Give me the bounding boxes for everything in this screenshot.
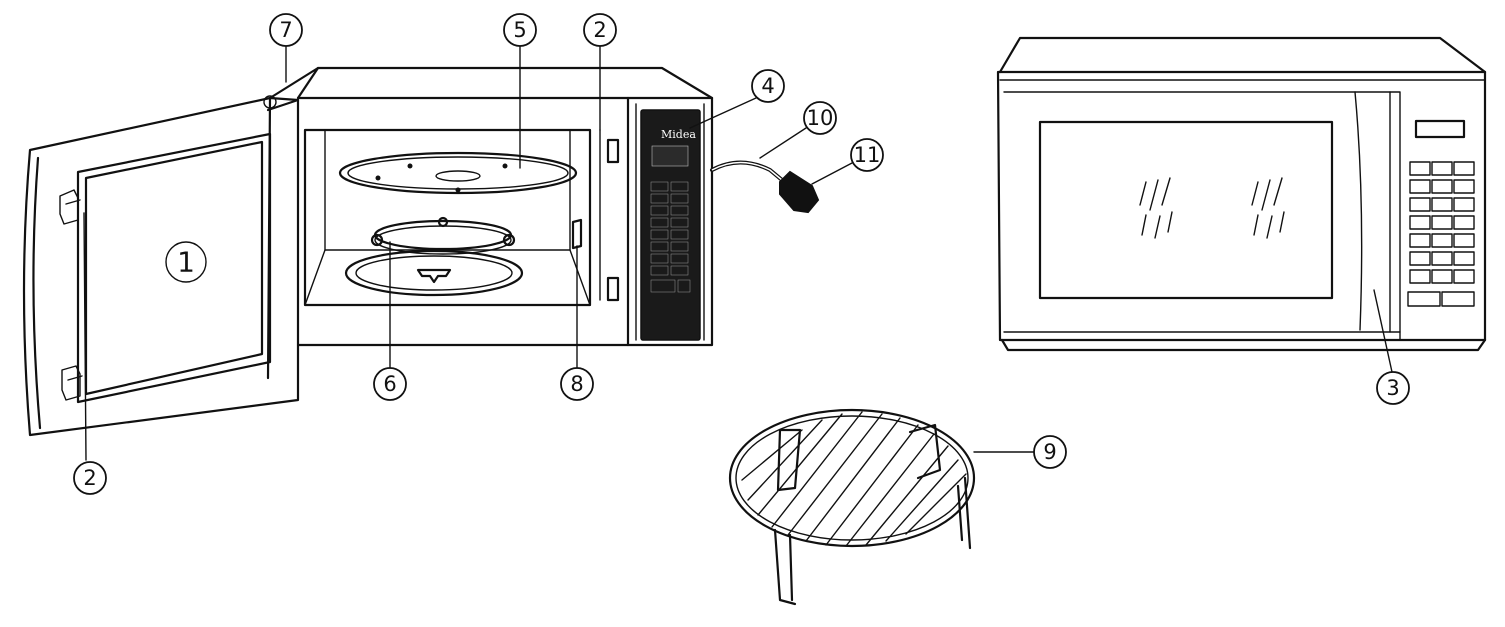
callout-circle-11 [850,138,884,172]
callout-circle-2-top [583,13,617,47]
callout-2-top: 2 [593,18,606,42]
callout-11: 11 [854,143,881,167]
callout-circle-3 [1376,371,1410,405]
oven-door: 1 [22,95,300,461]
callout-circle-7 [269,13,303,47]
glass-reflection [1139,177,1285,239]
callout-6: 6 [383,372,396,396]
brand-logo: Midea [661,128,696,141]
wire-rack [728,408,1035,606]
closed-keypad [1407,161,1475,307]
callout-circle-2-bottom [73,461,107,495]
keypad [650,181,691,293]
control-panel: Midea [640,109,701,341]
temperature-probe [710,160,820,214]
callout-circle-5 [503,13,537,47]
oven-body-open [268,66,714,347]
callout-circle-4 [751,69,785,103]
oven-closed [996,36,1487,352]
callout-5: 5 [513,18,526,42]
callout-9: 9 [1043,440,1056,464]
callout-4: 4 [761,74,774,98]
callout-circle-8 [560,367,594,401]
callouts: 7 5 2 4 10 11 6 8 2 3 [73,13,1410,495]
callout-7: 7 [279,18,292,42]
callout-2-bottom: 2 [83,466,96,490]
callout-3: 3 [1386,376,1399,400]
callout-circle-10 [803,101,837,135]
door-label: 1 [177,246,195,279]
callout-10: 10 [807,106,834,130]
callout-8: 8 [570,372,583,396]
callout-circle-6 [373,367,407,401]
callout-circle-9 [1033,435,1067,469]
